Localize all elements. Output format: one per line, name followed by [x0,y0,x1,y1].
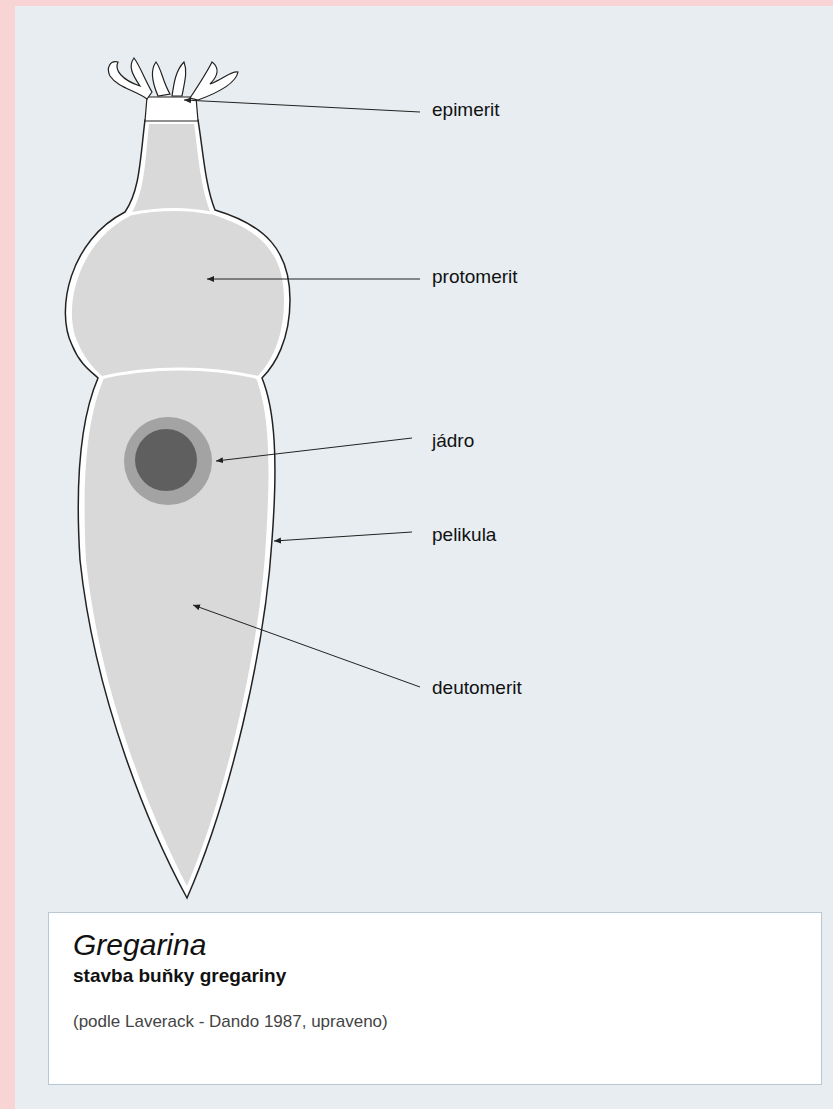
leader-line [216,438,412,461]
caption-source: (podle Laverack - Dando 1987, upraveno) [73,1012,797,1032]
leader-line [207,279,420,280]
part-label: deutomerit [432,677,522,700]
leader-line [184,100,420,112]
part-label: protomerit [432,266,518,289]
part-label: jádro [432,430,474,453]
part-label: pelikula [432,524,496,547]
leader-line [274,532,412,541]
caption-box: Gregarinastavba buňky gregariny (podle La… [48,912,822,1085]
part-label: epimerit [432,99,500,122]
leader-line [193,605,420,687]
caption-title: Gregarina [73,927,797,963]
caption-subtitle: stavba buňky gregariny [73,965,797,988]
